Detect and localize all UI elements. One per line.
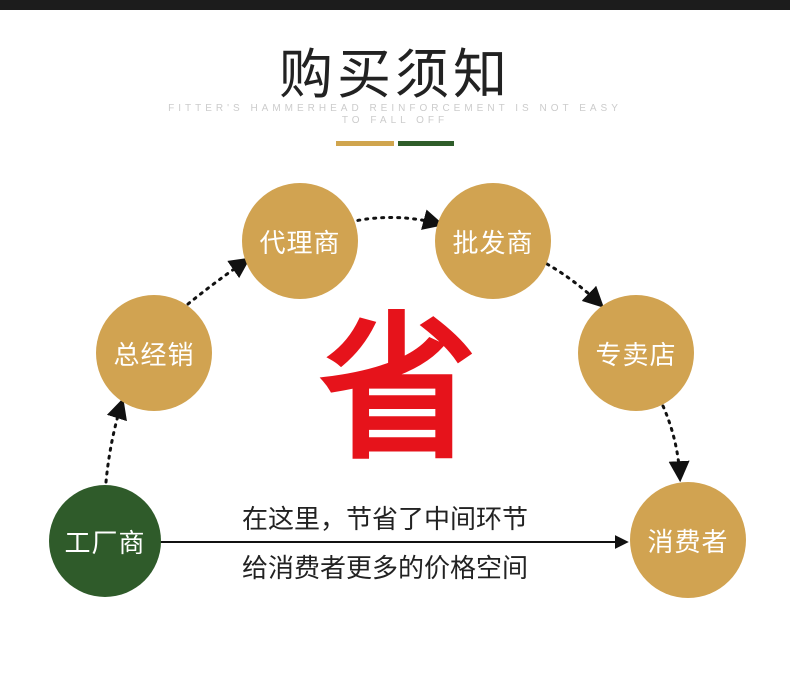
node-general-distributor: 总经销 [96,295,212,411]
arrow-factory-to-general [104,397,127,484]
caption-line-1: 在这里，节省了中间环节 [241,505,528,535]
arrow-general-to-agent [186,257,251,306]
node-store: 专卖店 [578,295,694,411]
page-title: 购买须知 [279,43,511,106]
node-agent: 代理商 [242,183,358,299]
page-subtitle: FITTER'S HAMMERHEAD REINFORCEMENT IS NOT… [168,103,622,126]
node-factory: 工厂商 [49,485,161,597]
arrow-agent-to-wholesaler [348,209,445,230]
save-character: 省 [319,298,477,482]
node-consumer: 消费者 [630,482,746,598]
arrow-store-to-consumer [661,404,690,483]
caption-line-2: 给消费者更多的价格空间 [241,554,528,584]
node-wholesaler: 批发商 [435,183,551,299]
arrow-wholesaler-to-store [545,262,605,308]
accent-bar-gold [336,141,394,146]
accent-bar-green [398,141,454,146]
top-bar [0,0,790,10]
